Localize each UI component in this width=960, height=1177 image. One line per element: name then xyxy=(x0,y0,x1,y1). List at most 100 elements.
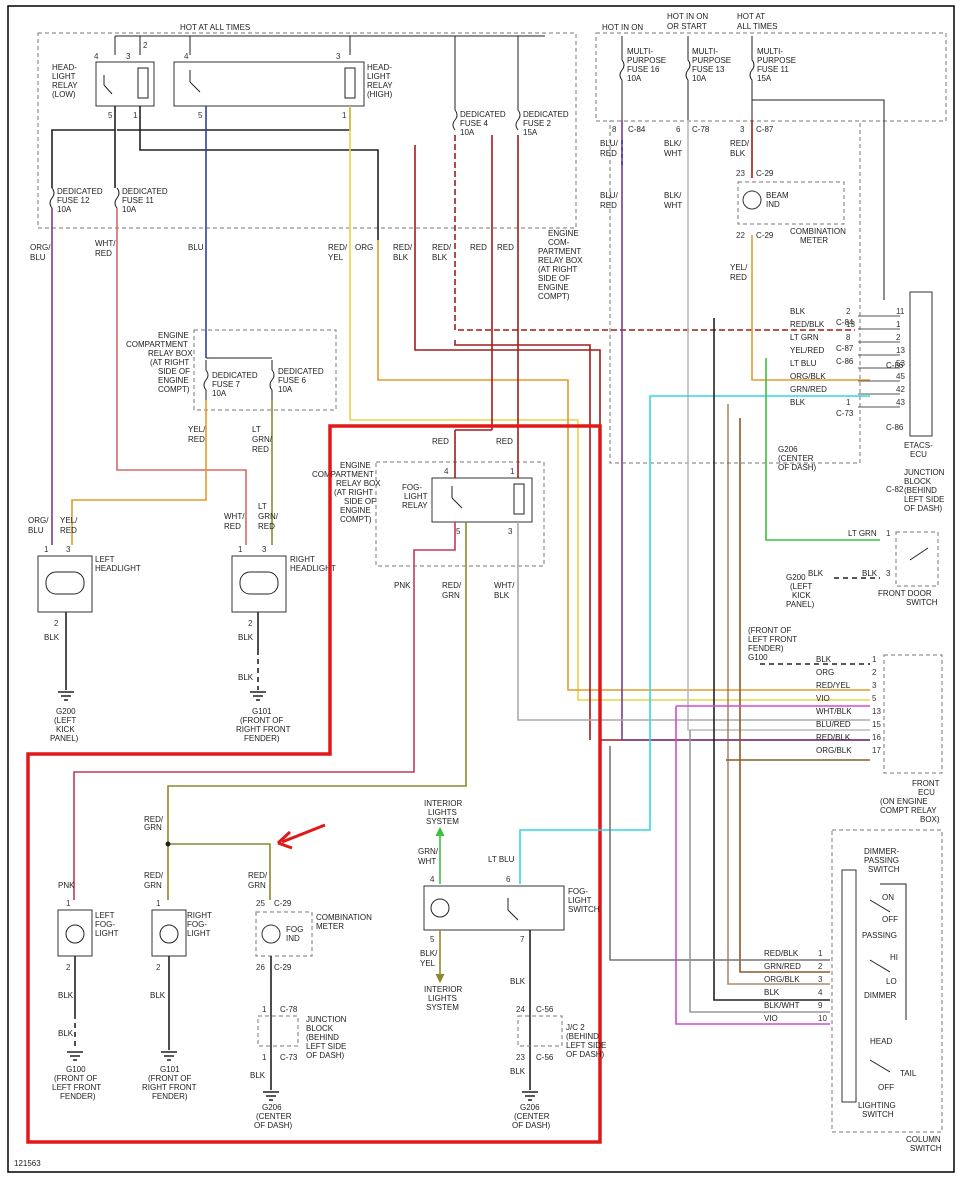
etacs-row-wire: LT BLU xyxy=(790,359,817,368)
svg-text:1: 1 xyxy=(238,545,243,554)
svg-text:10A: 10A xyxy=(212,389,227,398)
relay-high-contacts xyxy=(189,67,356,99)
svg-text:FOG-: FOG- xyxy=(402,483,422,492)
front-ecu-row-wire: RED/BLK xyxy=(816,733,851,742)
relay-low-label-2: LIGHT xyxy=(52,72,76,81)
wire-lt-grn xyxy=(765,358,880,541)
mp11-2: PURPOSE xyxy=(757,56,796,65)
svg-text:RELAY: RELAY xyxy=(402,501,428,510)
svg-text:FOG: FOG xyxy=(286,925,303,934)
wire-grn-red xyxy=(739,418,830,973)
etacs-conn-label: C-86 xyxy=(886,423,904,432)
svg-text:ECU: ECU xyxy=(910,450,927,459)
etacs-row-wire: YEL/RED xyxy=(790,346,824,355)
svg-text:COMPT RELAY: COMPT RELAY xyxy=(880,806,937,815)
svg-text:(BEHIND: (BEHIND xyxy=(904,486,937,495)
etacs-row-pin2: 2 xyxy=(896,333,901,342)
svg-text:PNK: PNK xyxy=(394,581,411,590)
svg-text:RED/: RED/ xyxy=(248,871,268,880)
svg-text:G200: G200 xyxy=(56,707,76,716)
wire-wht-blk xyxy=(517,522,870,721)
svg-text:BEAM: BEAM xyxy=(766,191,789,200)
svg-text:SWITCH: SWITCH xyxy=(910,1144,942,1153)
pin-1-high: 1 xyxy=(342,111,347,120)
svg-text:YEL/: YEL/ xyxy=(730,263,748,272)
svg-text:HEADLIGHT: HEADLIGHT xyxy=(290,564,336,573)
svg-text:1: 1 xyxy=(156,899,161,908)
front-ecu-row-pin: 17 xyxy=(872,746,881,755)
svg-text:COMPARTMENT: COMPARTMENT xyxy=(126,340,188,349)
relay-low-label-1: HEAD- xyxy=(52,63,77,72)
svg-text:HEAD: HEAD xyxy=(870,1037,892,1046)
etacs-row-conn: C-86 xyxy=(836,357,854,366)
svg-text:KICK: KICK xyxy=(792,591,811,600)
front-ecu-row-pin: 13 xyxy=(872,707,881,716)
column-row-wire: GRN/RED xyxy=(764,962,801,971)
svg-text:RED: RED xyxy=(224,522,241,531)
svg-text:FUSE 7: FUSE 7 xyxy=(212,380,241,389)
svg-text:METER: METER xyxy=(800,236,828,245)
svg-text:RED: RED xyxy=(252,445,269,454)
fuse4-label-1: DEDICATED xyxy=(460,110,506,119)
svg-text:IND: IND xyxy=(286,934,300,943)
svg-text:RIGHT FRONT: RIGHT FRONT xyxy=(142,1083,197,1092)
ecrb-right-6: SIDE OF xyxy=(538,274,570,283)
svg-text:COLUMN: COLUMN xyxy=(906,1135,941,1144)
front-ecu-row-wire: RED/YEL xyxy=(816,681,851,690)
svg-text:1: 1 xyxy=(66,899,71,908)
column-row-wire: VIO xyxy=(764,1014,778,1023)
front-ecu-row-wire: BLK xyxy=(816,655,832,664)
svg-text:2: 2 xyxy=(156,963,161,972)
svg-text:LT: LT xyxy=(252,425,261,434)
fuse11-label-2: FUSE 11 xyxy=(122,196,154,205)
etacs-row-pin2: 53 xyxy=(896,359,905,368)
svg-text:BLK/: BLK/ xyxy=(664,191,682,200)
pin-5-high: 5 xyxy=(198,111,203,120)
svg-text:YEL/: YEL/ xyxy=(60,516,78,525)
jc2-box xyxy=(517,1015,563,1047)
svg-text:COMPARTMENT: COMPARTMENT xyxy=(312,470,374,479)
engine-compt-relay-box-top xyxy=(37,32,577,229)
ecrb-right-8: COMPT) xyxy=(538,292,570,301)
svg-text:(FRONT OF: (FRONT OF xyxy=(148,1074,192,1083)
highlight-arrow xyxy=(281,823,326,844)
svg-text:YEL/: YEL/ xyxy=(188,425,206,434)
svg-text:BLK: BLK xyxy=(58,1029,74,1038)
column-row-pin: 2 xyxy=(818,962,823,971)
lbl-org: ORG xyxy=(355,243,373,252)
etacs-row-pin2: 45 xyxy=(896,372,905,381)
engine-compt-relay-box-mid xyxy=(193,329,337,411)
svg-text:RELAY BOX: RELAY BOX xyxy=(148,349,193,358)
headlight-relay-low xyxy=(95,61,155,107)
svg-text:G100: G100 xyxy=(748,653,768,662)
svg-text:FUSE 6: FUSE 6 xyxy=(278,376,307,385)
svg-text:2: 2 xyxy=(66,963,71,972)
svg-text:JUNCTION: JUNCTION xyxy=(306,1015,347,1024)
svg-text:(LEFT: (LEFT xyxy=(790,582,812,591)
junction-block xyxy=(609,120,861,464)
column-row-wire: RED/BLK xyxy=(764,949,799,958)
lbl-red-a: RED xyxy=(470,243,487,252)
svg-text:FRONT: FRONT xyxy=(912,779,940,788)
svg-text:JUNCTION: JUNCTION xyxy=(904,468,945,477)
svg-text:1: 1 xyxy=(44,545,49,554)
column-row-wire: BLK xyxy=(764,988,780,997)
svg-text:ETACS-: ETACS- xyxy=(904,441,933,450)
svg-text:WHT/: WHT/ xyxy=(494,581,515,590)
front-ecu-row-wire: BLU/RED xyxy=(816,720,851,729)
svg-text:C-78: C-78 xyxy=(280,1005,298,1014)
wire-yel-red-beam xyxy=(751,235,870,381)
pin-3-high: 3 xyxy=(336,52,341,61)
svg-text:1: 1 xyxy=(510,467,515,476)
svg-text:PNK: PNK xyxy=(58,881,75,890)
svg-text:G101: G101 xyxy=(252,707,272,716)
lbl-wht-red-2: RED xyxy=(95,249,112,258)
svg-text:GRN: GRN xyxy=(442,591,460,600)
svg-text:RELAY BOX: RELAY BOX xyxy=(336,479,381,488)
wire-red-blk-col xyxy=(609,746,830,961)
wire-red-blk-2 xyxy=(454,135,855,331)
lbl-org-blu-1: ORG/ xyxy=(30,243,51,252)
svg-text:3: 3 xyxy=(66,545,71,554)
svg-text:BLK: BLK xyxy=(44,633,60,642)
